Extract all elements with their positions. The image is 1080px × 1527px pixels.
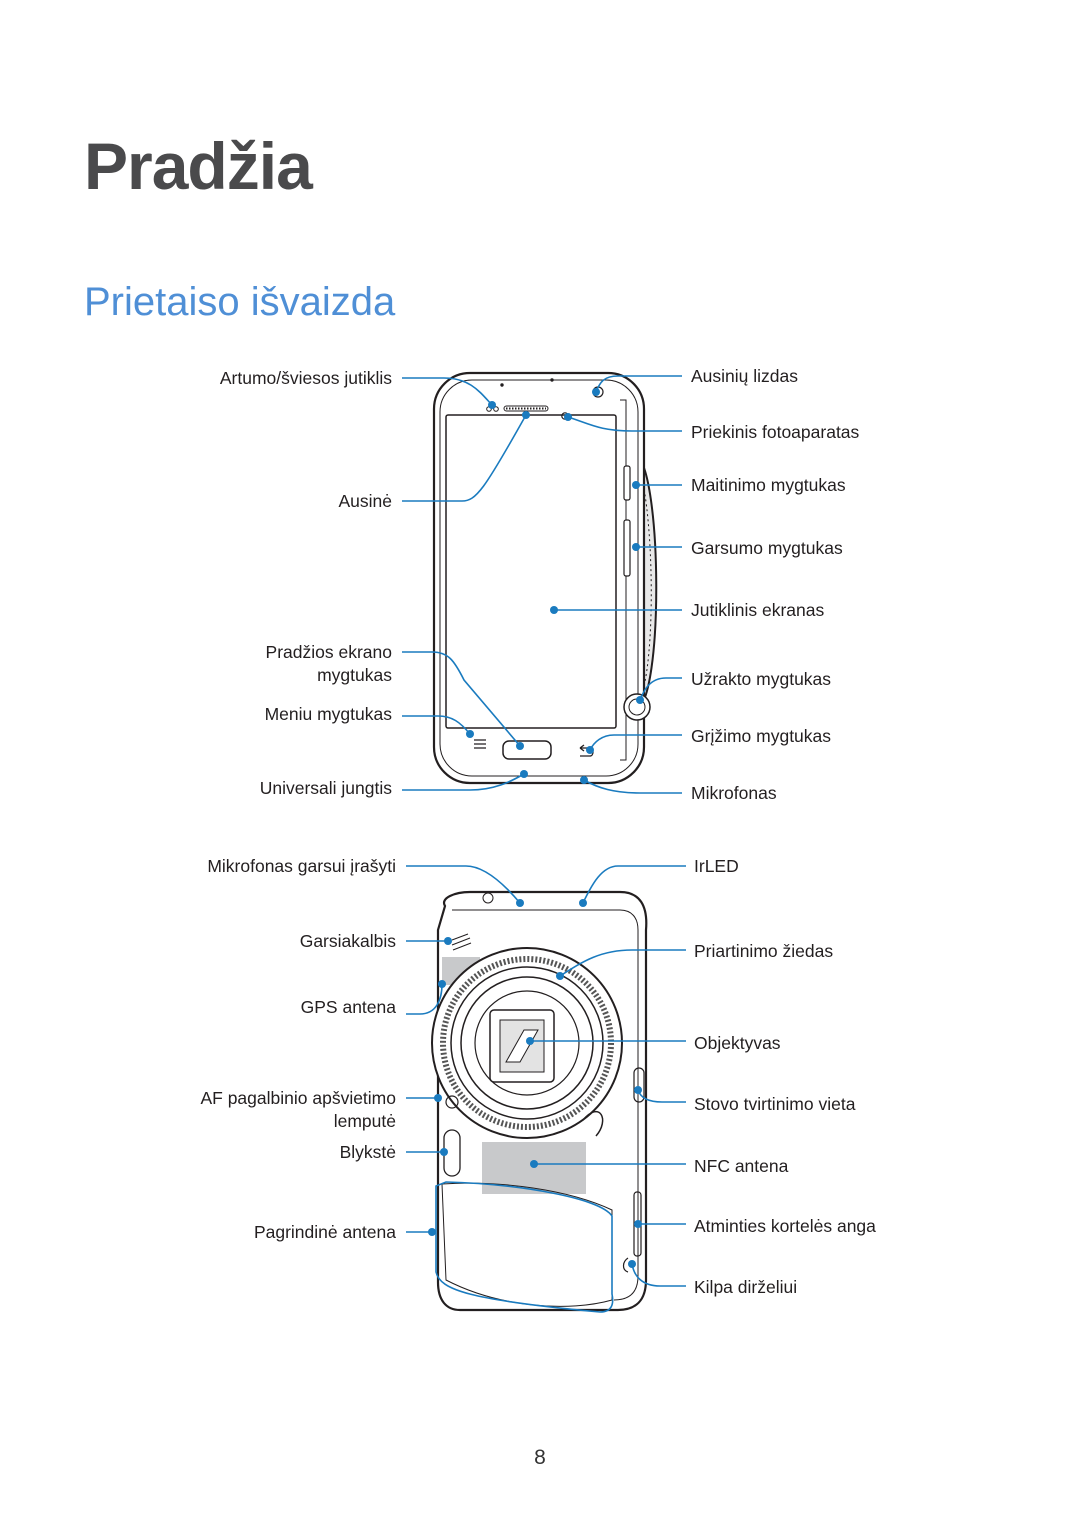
back-strap-hole (622, 1257, 629, 1273)
back-labels-left: Mikrofonas garsui įrašyti Garsiakalbis G… (200, 856, 396, 1242)
front-power-button (623, 465, 631, 501)
label-home-button-2: mygtukas (317, 665, 392, 685)
label-volume-button: Garsumo mygtukas (691, 538, 843, 558)
label-power-button: Maitinimo mygtukas (691, 475, 846, 495)
label-af-lamp-1: AF pagalbinio apšvietimo (200, 1088, 396, 1108)
label-touchscreen: Jutiklinis ekranas (691, 600, 824, 620)
label-flash: Blykstė (340, 1142, 396, 1162)
label-gps-antenna: GPS antena (301, 997, 397, 1017)
label-recording-mic: Mikrofonas garsui įrašyti (207, 856, 396, 876)
back-tripod-mount (633, 1067, 645, 1103)
label-lens: Objektyvas (694, 1033, 781, 1053)
label-menu-button: Meniu mygtukas (265, 704, 393, 724)
front-screen (445, 414, 617, 729)
label-multipurpose-jack: Universali jungtis (260, 778, 393, 798)
page-number: 8 (534, 1446, 546, 1469)
front-labels-right: Ausinių lizdas Priekinis fotoaparatas Ma… (691, 366, 860, 803)
back-af-lamp (445, 1095, 459, 1109)
label-main-antenna: Pagrindinė antena (254, 1222, 396, 1242)
label-af-lamp-2: lemputė (334, 1111, 396, 1131)
label-headset-jack: Ausinių lizdas (691, 366, 798, 386)
back-device-illustration (431, 890, 648, 1312)
back-zoom-ring (440, 956, 614, 1130)
label-tripod-mount: Stovo tvirtinimo vieta (694, 1094, 856, 1114)
front-volume-button (623, 519, 631, 577)
front-body-outline (432, 371, 646, 785)
page-title: Pradžia (84, 129, 313, 203)
label-earpiece: Ausinė (338, 491, 392, 511)
label-nfc-antenna: NFC antena (694, 1156, 789, 1176)
label-strap-hole: Kilpa dirželiui (694, 1277, 797, 1297)
front-callout-dots (466, 388, 644, 784)
label-zoom-ring: Priartinimo žiedas (694, 941, 833, 961)
label-home-button-1: Pradžios ekrano (266, 642, 392, 662)
back-callout-lines (406, 865, 686, 1313)
label-irled: IrLED (694, 856, 739, 876)
label-back-button: Grįžimo mygtukas (691, 726, 831, 746)
back-lens-glass (474, 990, 580, 1096)
front-labels-left: Artumo/šviesos jutiklis Ausinė Pradžios … (220, 368, 392, 798)
back-labels-right: IrLED Priartinimo žiedas Objektyvas Stov… (694, 856, 876, 1297)
label-shutter-button: Užrakto mygtukas (691, 669, 831, 689)
front-device-illustration (432, 371, 658, 785)
label-front-camera: Priekinis fotoaparatas (691, 422, 860, 442)
label-proximity-sensor: Artumo/šviesos jutiklis (220, 368, 392, 388)
label-memory-card-slot: Atminties kortelės anga (694, 1216, 876, 1236)
back-speaker-grill (451, 933, 472, 951)
label-microphone: Mikrofonas (691, 783, 777, 803)
back-callout-dots (428, 899, 642, 1268)
front-menu-key (474, 739, 486, 749)
back-main-antenna-outline (435, 1181, 614, 1313)
label-speaker: Garsiakalbis (300, 931, 397, 951)
front-home-button (502, 740, 552, 760)
section-title: Prietaiso išvaizda (84, 280, 396, 324)
